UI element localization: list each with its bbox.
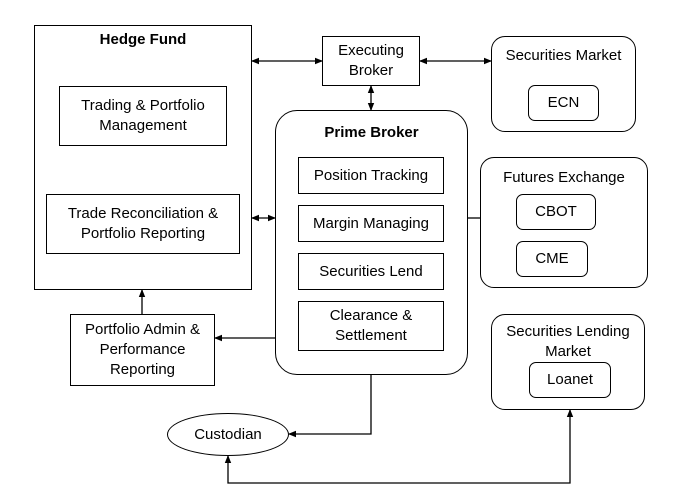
securities-lend-label: Securities Lend xyxy=(319,262,423,280)
clearance-settlement-box: Clearance & Settlement xyxy=(298,301,444,351)
portfolio-admin-box: Portfolio Admin & Performance Reporting xyxy=(70,314,215,386)
cbot-label: CBOT xyxy=(535,203,577,220)
arrow-prime-custodian xyxy=(288,375,372,438)
cme-box: CME xyxy=(516,241,588,277)
margin-managing-box: Margin Managing xyxy=(298,205,444,242)
trading-portfolio-management-box: Trading & Portfolio Management xyxy=(59,86,227,146)
ecn-box: ECN xyxy=(528,85,599,121)
securities-lend-box: Securities Lend xyxy=(298,253,444,290)
position-tracking-box: Position Tracking xyxy=(298,157,444,194)
cme-label: CME xyxy=(535,250,569,267)
loanet-box: Loanet xyxy=(529,362,611,398)
arrow-custodian-lending-market xyxy=(224,409,574,484)
executing-broker-box: Executing Broker xyxy=(322,36,420,86)
loanet-label: Loanet xyxy=(547,371,593,388)
securities-lending-market-title: Securities Lending Market xyxy=(506,323,630,360)
securities-market-title: Securities Market xyxy=(505,47,622,64)
executing-broker-label: Executing Broker xyxy=(338,42,404,79)
hedge-fund-title: Hedge Fund xyxy=(99,31,187,48)
position-tracking-label: Position Tracking xyxy=(313,166,429,184)
margin-managing-label: Margin Managing xyxy=(313,214,429,232)
clearance-settlement-label: Clearance & Settlement xyxy=(329,307,413,344)
trading-portfolio-management-label: Trading & Portfolio Management xyxy=(81,97,205,134)
portfolio-admin-label: Portfolio Admin & Performance Reporting xyxy=(84,321,201,378)
cbot-box: CBOT xyxy=(516,194,596,230)
prime-broker-title: Prime Broker xyxy=(324,124,419,141)
trade-reconciliation-box: Trade Reconciliation & Portfolio Reporti… xyxy=(46,194,240,254)
ecn-label: ECN xyxy=(547,94,580,111)
futures-exchange-title: Futures Exchange xyxy=(503,169,625,186)
trade-reconciliation-label: Trade Reconciliation & Portfolio Reporti… xyxy=(67,205,219,242)
